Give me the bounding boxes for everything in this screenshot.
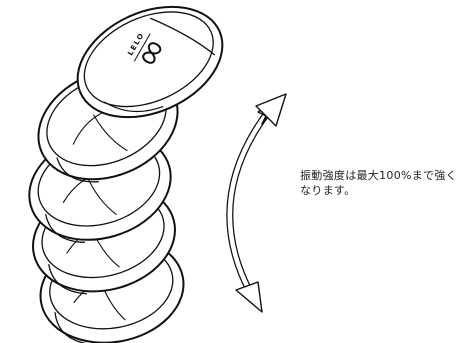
caption-line-1: 振動強度は最大100%まで強く (300, 169, 457, 182)
caption-line-2: なります。 (300, 184, 356, 197)
infinity-icon (142, 42, 162, 64)
curved-double-arrow-icon (226, 93, 287, 313)
vibration-caption: 振動強度は最大100%まで強く なります。 (300, 168, 457, 198)
